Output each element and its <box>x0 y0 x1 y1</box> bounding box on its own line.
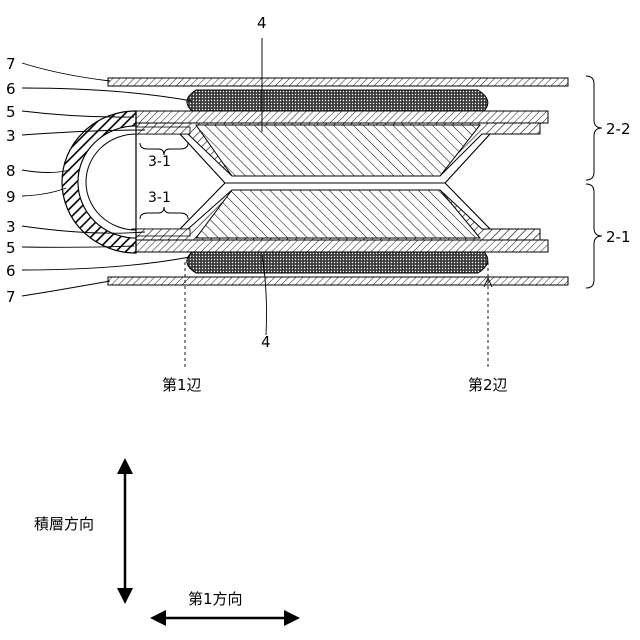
brace-2-1 <box>586 184 602 288</box>
plate-7-bottom <box>108 277 568 285</box>
label-5-top: 5 <box>6 103 16 121</box>
adhesive-6-top <box>187 90 488 111</box>
label-3-1-upper: 3-1 <box>148 154 171 170</box>
brace-2-2 <box>586 76 602 180</box>
film-5-top <box>132 111 548 123</box>
label-side-1: 第1辺 <box>162 376 202 394</box>
label-8: 8 <box>6 162 16 180</box>
upper-cell-core <box>196 125 480 176</box>
brace-lower <box>140 207 188 219</box>
adhesive-6-bottom <box>187 252 488 273</box>
label-side-2: 第2辺 <box>468 376 508 394</box>
label-2-1: 2-1 <box>606 228 631 246</box>
label-4-top: 4 <box>257 14 267 32</box>
label-9: 9 <box>6 188 16 206</box>
label-2-2: 2-2 <box>606 120 631 138</box>
label-3-top: 3 <box>6 127 16 145</box>
label-3-1-lower: 3-1 <box>148 190 171 206</box>
stacking-direction-arrow <box>117 458 133 604</box>
plate-7-top <box>108 78 568 86</box>
first-direction-arrow <box>150 610 300 626</box>
label-6-bottom: 6 <box>6 262 16 280</box>
upper-cell-flange <box>132 127 190 134</box>
label-first-direction: 第1方向 <box>188 590 243 608</box>
film-5-bottom <box>132 240 548 252</box>
label-7-top: 7 <box>6 55 16 73</box>
label-4-bottom: 4 <box>261 333 271 351</box>
label-7-bottom: 7 <box>6 288 16 306</box>
label-3-bottom: 3 <box>6 218 16 236</box>
lower-cell-core <box>196 190 480 238</box>
label-stacking-direction: 積層方向 <box>34 515 94 533</box>
label-5-bottom: 5 <box>6 239 16 257</box>
label-6-top: 6 <box>6 80 16 98</box>
